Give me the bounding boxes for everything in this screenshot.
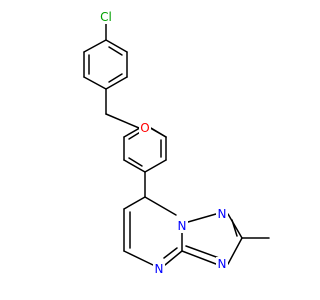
chlorine-label: Cl <box>100 10 112 24</box>
bond-ring-c-inner-2 <box>163 247 178 259</box>
nitrogen-bridgehead-label: N <box>178 219 187 233</box>
bond-ring-d-4 <box>181 250 217 265</box>
atom-nitrogen-pyrimidine: N <box>153 262 165 276</box>
bond-ring-b-3 <box>123 159 146 173</box>
bond-ring-b-2 <box>144 159 167 173</box>
bond-ring-c-1 <box>144 196 177 216</box>
atom-chlorine: Cl <box>96 10 116 24</box>
bond-ring-c-3 <box>164 250 183 266</box>
oxygen-label: O <box>140 121 149 135</box>
bond-ring-d-inner-1 <box>231 219 238 237</box>
bond-ring-a-1 <box>105 39 128 53</box>
nitrogen-triazole-top-label: N <box>218 207 227 221</box>
bond-ring-a-inner-2 <box>108 73 123 83</box>
bond-ring-c-6 <box>123 196 146 210</box>
bond-ring-d-3 <box>227 237 243 265</box>
nitrogen-pyrimidine-label: N <box>155 262 164 276</box>
bond-ring-a-6 <box>83 39 107 53</box>
bond-layer <box>83 23 270 266</box>
bond-ch2-o <box>105 113 140 129</box>
atom-nitrogen-triazole-top: N <box>216 207 228 221</box>
bond-ring-a-inner-1 <box>108 46 123 56</box>
atom-label-layer: Cl O N N N N <box>96 10 228 276</box>
bond-ring-a-3 <box>105 76 128 90</box>
bond-ring-d-1 <box>187 213 217 223</box>
nitrogen-triazole-bottom-label: N <box>218 257 227 271</box>
bond-ring-d-inner-2 <box>185 245 220 259</box>
bond-ring-d-2 <box>227 213 243 239</box>
bond-ring-b-inner-2 <box>128 157 143 167</box>
bond-ring-a-4 <box>83 76 107 90</box>
atom-oxygen: O <box>139 121 151 135</box>
atom-nitrogen-triazole-bottom: N <box>216 257 228 271</box>
molecule-structure: Cl O N N N N <box>83 10 270 276</box>
bond-ring-c-4 <box>123 250 154 266</box>
atom-nitrogen-bridgehead: N <box>176 219 188 233</box>
